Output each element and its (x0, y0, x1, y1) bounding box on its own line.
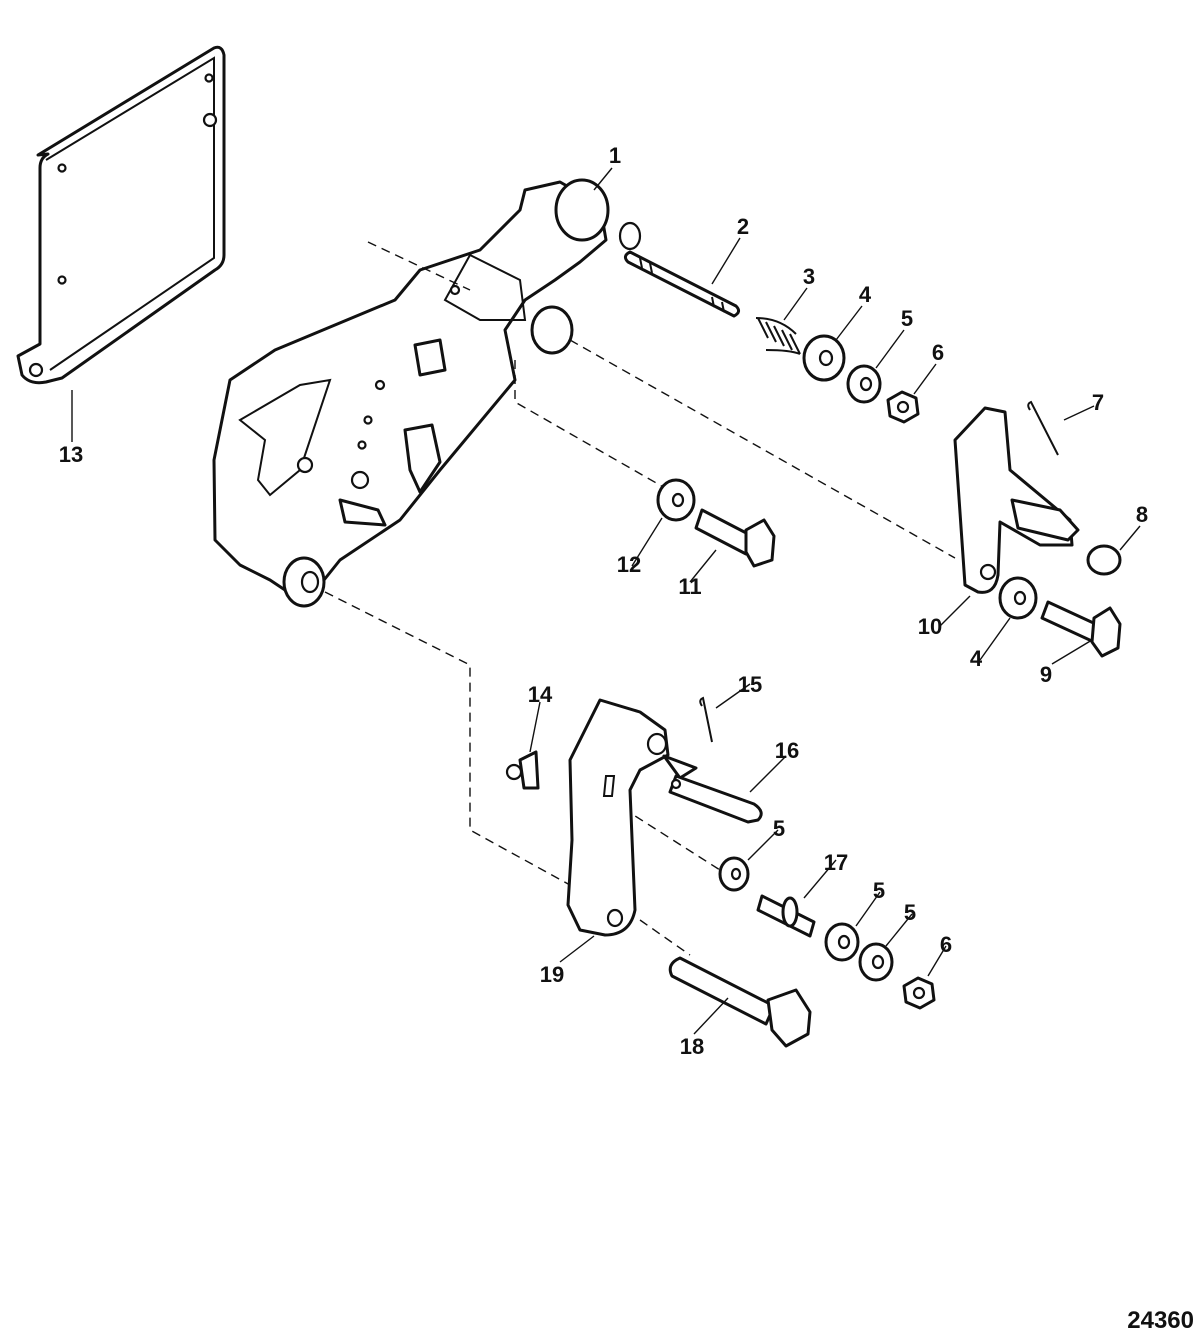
part-5-washer-middle (718, 856, 750, 892)
callout-18: 18 (680, 1034, 704, 1059)
callout-17: 17 (824, 850, 848, 875)
part-4-washer-upper (802, 334, 846, 382)
part-2-pin (623, 250, 741, 318)
part-19-lower-lever (566, 698, 698, 937)
callout-9: 9 (1040, 662, 1052, 687)
part-6-nut-upper (886, 390, 920, 424)
part-16-clevis-pin (668, 774, 763, 824)
part-3-spring (755, 317, 801, 355)
callout-3: 3 (803, 264, 815, 289)
diagram-reference-number: 24360 (1127, 1307, 1194, 1334)
part-6-nut-lower (902, 976, 936, 1010)
part-5-washer-lower-left (824, 922, 860, 962)
leader-lines (71, 167, 1141, 1035)
callout-7: 7 (1092, 390, 1104, 415)
part-7-cotter-pin (1027, 400, 1059, 456)
part-18-shoulder-bolt (668, 956, 812, 1048)
callout-labels: 1 2 3 4 5 6 7 8 9 10 4 11 12 13 14 15 16… (59, 143, 1148, 1059)
callout-11: 11 (678, 574, 701, 599)
part-9-bolt (1040, 600, 1122, 658)
part-13-mounting-plate (16, 45, 226, 385)
callout-8: 8 (1136, 502, 1148, 527)
callout-5-middle: 5 (773, 816, 785, 841)
callout-5-lower-left: 5 (873, 878, 885, 903)
callout-4-lower: 4 (970, 646, 983, 671)
part-1-main-bracket (212, 178, 642, 608)
part-8-cap (1086, 544, 1122, 576)
part-14-clip (505, 750, 540, 790)
callout-19: 19 (540, 962, 564, 987)
part-11-bolt (694, 508, 776, 568)
part-12-washer (656, 478, 696, 522)
part-4-washer-lower (998, 576, 1038, 620)
callout-6-lower: 6 (940, 932, 952, 957)
callout-2: 2 (737, 214, 749, 239)
callout-13: 13 (59, 442, 83, 467)
callout-12: 12 (617, 552, 641, 577)
part-10-lever (953, 406, 1080, 594)
callout-10: 10 (918, 614, 942, 639)
callout-14: 14 (528, 682, 553, 707)
part-17-stud (756, 894, 816, 938)
callout-6-upper: 6 (932, 340, 944, 365)
part-5-washer-upper (846, 364, 882, 404)
callout-4-upper: 4 (859, 282, 872, 307)
callout-15: 15 (738, 672, 762, 697)
part-5-washer-lower-right (858, 942, 894, 982)
callout-1: 1 (609, 143, 621, 168)
callout-16: 16 (775, 738, 799, 763)
part-15-cotter-pin (699, 696, 713, 743)
callout-5-upper: 5 (901, 306, 913, 331)
callout-5-lower-right: 5 (904, 900, 916, 925)
